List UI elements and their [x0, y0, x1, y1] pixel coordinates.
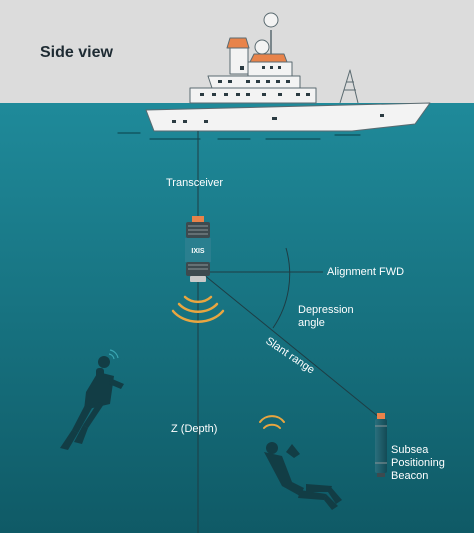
- beacon-label-line1: Subsea: [391, 444, 429, 456]
- diver-icon: [60, 356, 124, 450]
- alignment-label: Alignment FWD: [327, 266, 405, 278]
- slant-range-line: [197, 269, 381, 419]
- diver-icon-second: [264, 442, 342, 510]
- depression-label-line2: angle: [298, 317, 325, 329]
- beacon-icon: [375, 413, 387, 477]
- ship-icon: [145, 12, 431, 132]
- beacon-label-line2: Positioning: [391, 457, 445, 469]
- signal-waves-icon: [171, 295, 225, 323]
- depression-angle-arc: [272, 247, 291, 329]
- page-title: Side view: [40, 44, 113, 61]
- sea: [0, 103, 474, 533]
- depression-label-line1: Depression: [298, 304, 354, 316]
- transceiver-label: Transceiver: [166, 177, 224, 189]
- depth-label: Z (Depth): [171, 423, 218, 435]
- diver-signal-icon-second: [259, 415, 285, 429]
- surface-ripples: [117, 132, 361, 140]
- beacon-label-line3: Beacon: [391, 470, 429, 482]
- transceiver-logo: IXIS: [191, 248, 205, 255]
- transceiver-icon: [185, 216, 211, 282]
- diver-signal-icon: [108, 349, 119, 360]
